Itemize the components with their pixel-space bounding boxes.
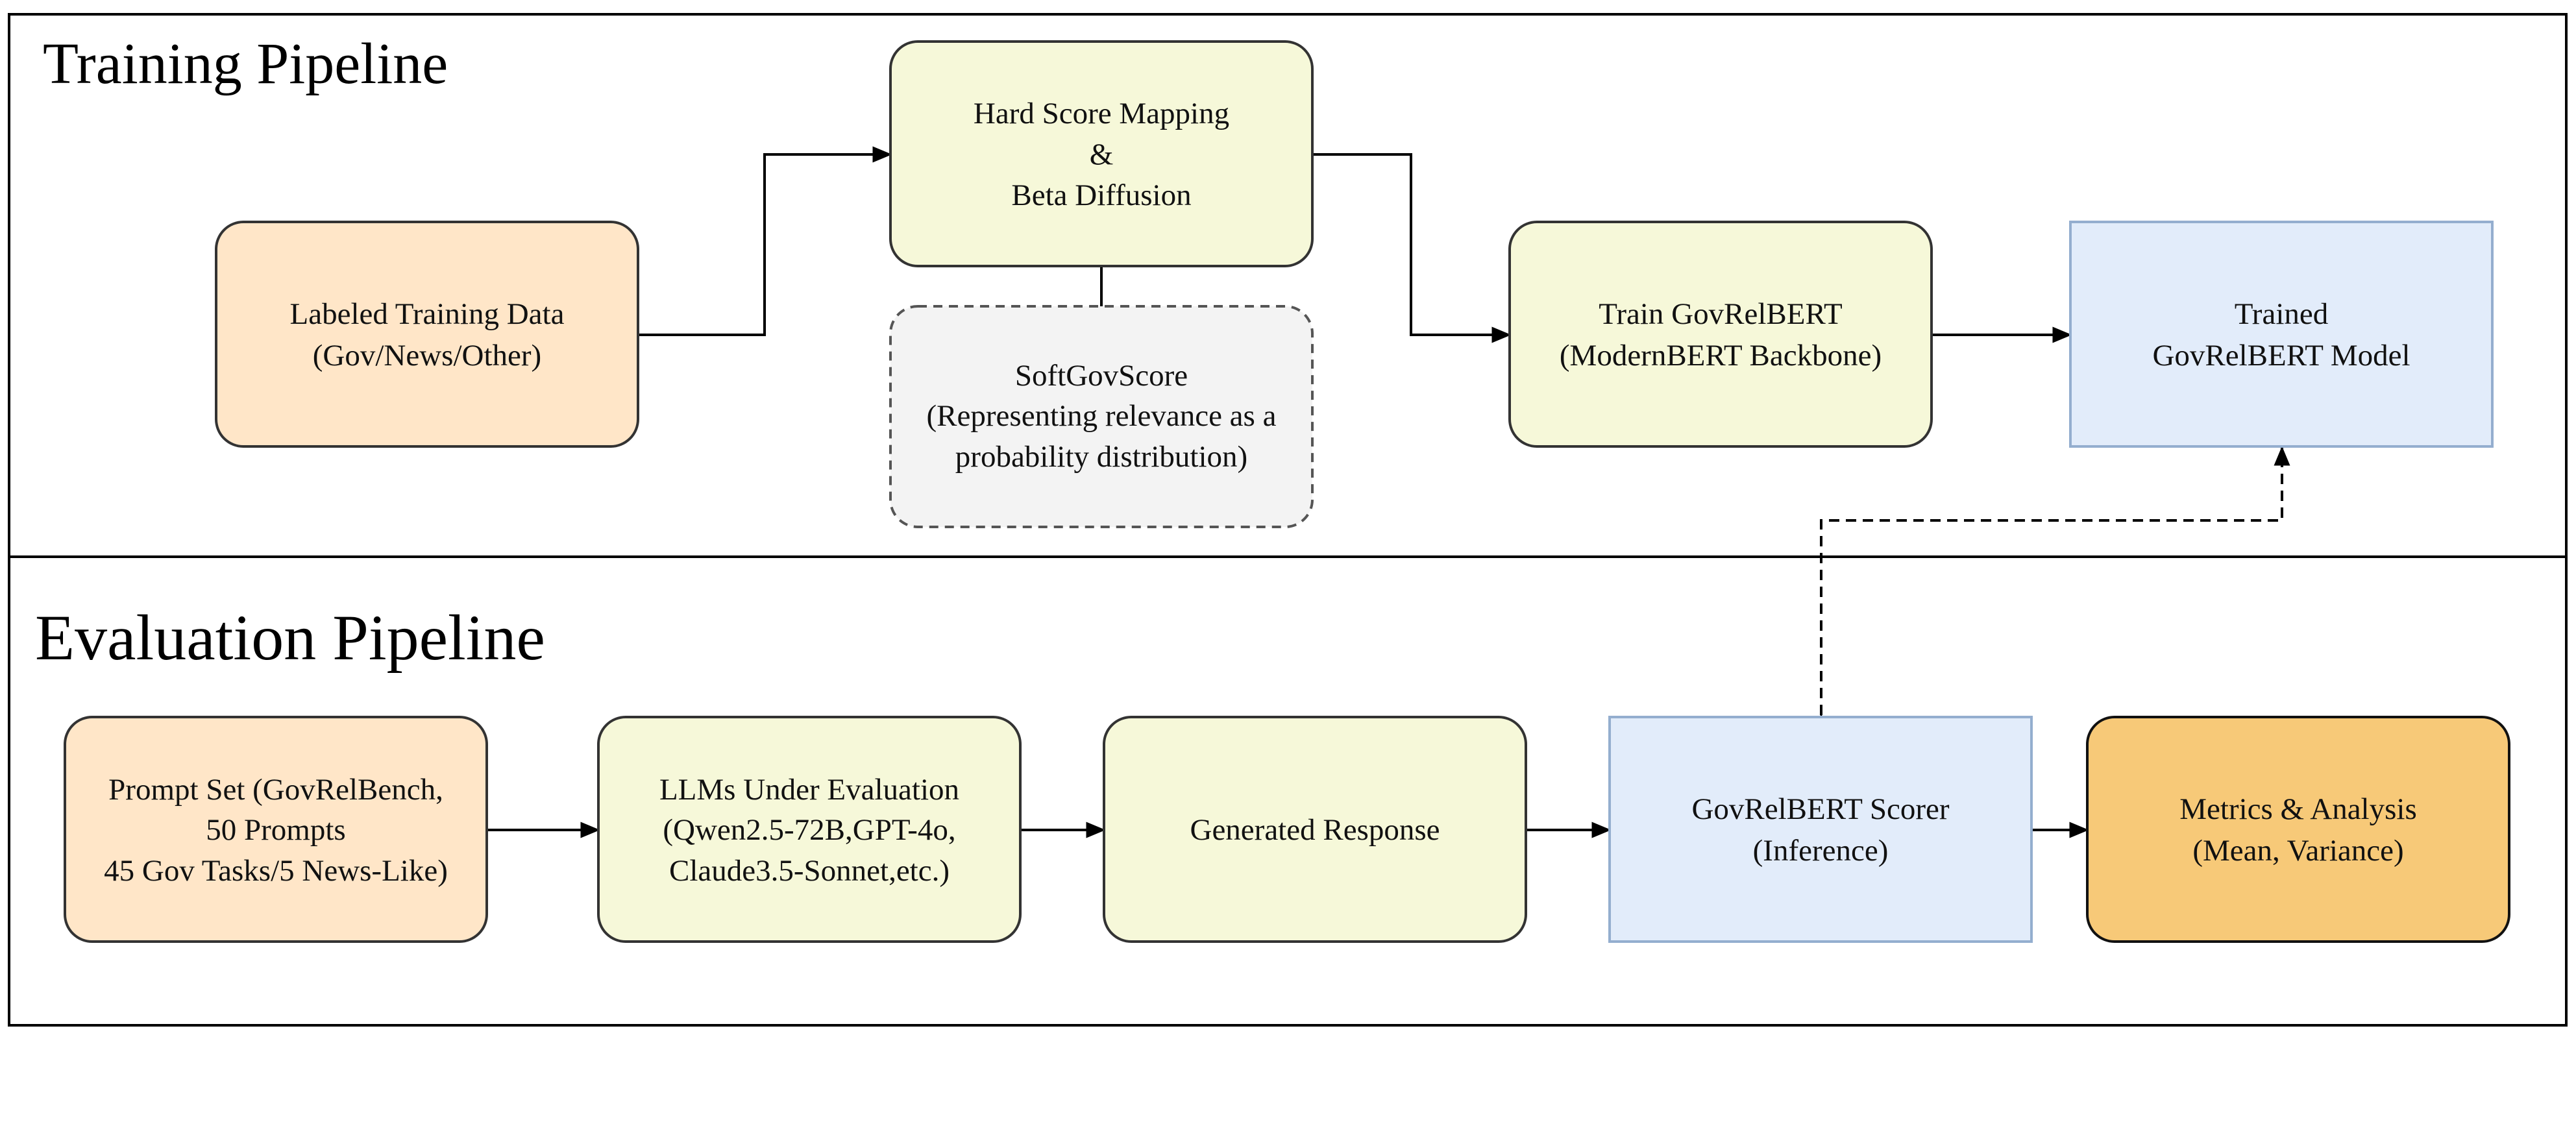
svg-text:Trained: Trained [2235, 297, 2329, 331]
svg-text:SoftGovScore: SoftGovScore [1015, 359, 1188, 393]
training-connectors [638, 146, 2290, 733]
training-title: Training Pipeline [43, 32, 448, 96]
svg-text:(Qwen2.5-72B,GPT-4o,: (Qwen2.5-72B,GPT-4o, [663, 813, 955, 847]
svg-text:Generated Response: Generated Response [1190, 813, 1440, 847]
svg-text:GovRelBERT Scorer: GovRelBERT Scorer [1691, 792, 1949, 826]
svg-text:(Representing relevance as a: (Representing relevance as a [927, 399, 1277, 433]
svg-text:(Inference): (Inference) [1753, 834, 1889, 868]
evaluation-section-frame [8, 555, 2568, 1027]
svg-text:LLMs Under Evaluation: LLMs Under Evaluation [659, 773, 959, 807]
svg-text:Prompt Set (GovRelBench,: Prompt Set (GovRelBench, [108, 773, 443, 807]
node-llms-under-evaluation: LLMs Under Evaluation (Qwen2.5-72B,GPT-4… [597, 716, 1022, 943]
node-softgovscore: SoftGovScore (Representing relevance as … [889, 305, 1314, 528]
node-metrics-analysis: Metrics & Analysis (Mean, Variance) [2086, 716, 2510, 943]
node-govrelbert-scorer: GovRelBERT Scorer (Inference) [1608, 716, 2033, 943]
svg-text:&: & [1090, 138, 1114, 171]
svg-text:probability distribution): probability distribution) [955, 440, 1247, 474]
svg-text:Hard Score Mapping: Hard Score Mapping [974, 97, 1229, 130]
dashed-link-trained-scorer [1813, 446, 2290, 733]
node-prompt-set: Prompt Set (GovRelBench, 50 Prompts 45 G… [64, 716, 488, 943]
svg-text:(Gov/News/Other): (Gov/News/Other) [313, 339, 541, 372]
node-trained-govrelbert-model: Trained GovRelBERT Model [2069, 221, 2494, 448]
svg-text:(ModernBERT Backbone): (ModernBERT Backbone) [1560, 339, 1882, 372]
svg-text:50 Prompts: 50 Prompts [206, 813, 345, 847]
svg-text:Claude3.5-Sonnet,etc.): Claude3.5-Sonnet,etc.) [669, 854, 950, 888]
svg-text:Labeled Training Data: Labeled Training Data [290, 297, 565, 331]
svg-text:GovRelBERT Model: GovRelBERT Model [2152, 339, 2410, 372]
arrow-labeled-to-hard [638, 146, 892, 336]
node-labeled-training-data: Labeled Training Data (Gov/News/Other) [215, 221, 639, 448]
node-train-govrelbert: Train GovRelBERT (ModernBERT Backbone) [1508, 221, 1933, 448]
svg-text:Beta Diffusion: Beta Diffusion [1011, 178, 1191, 212]
evaluation-title: Evaluation Pipeline [35, 602, 545, 674]
svg-text:(Mean, Variance): (Mean, Variance) [2192, 834, 2403, 868]
svg-text:45 Gov Tasks/5 News-Like): 45 Gov Tasks/5 News-Like) [104, 854, 448, 888]
node-generated-response: Generated Response [1103, 716, 1527, 943]
arrow-hard-to-train [1312, 153, 1512, 343]
node-hard-score-mapping: Hard Score Mapping & Beta Diffusion [889, 40, 1314, 267]
svg-text:Train GovRelBERT: Train GovRelBERT [1599, 297, 1842, 331]
svg-text:Metrics & Analysis: Metrics & Analysis [2179, 792, 2417, 826]
